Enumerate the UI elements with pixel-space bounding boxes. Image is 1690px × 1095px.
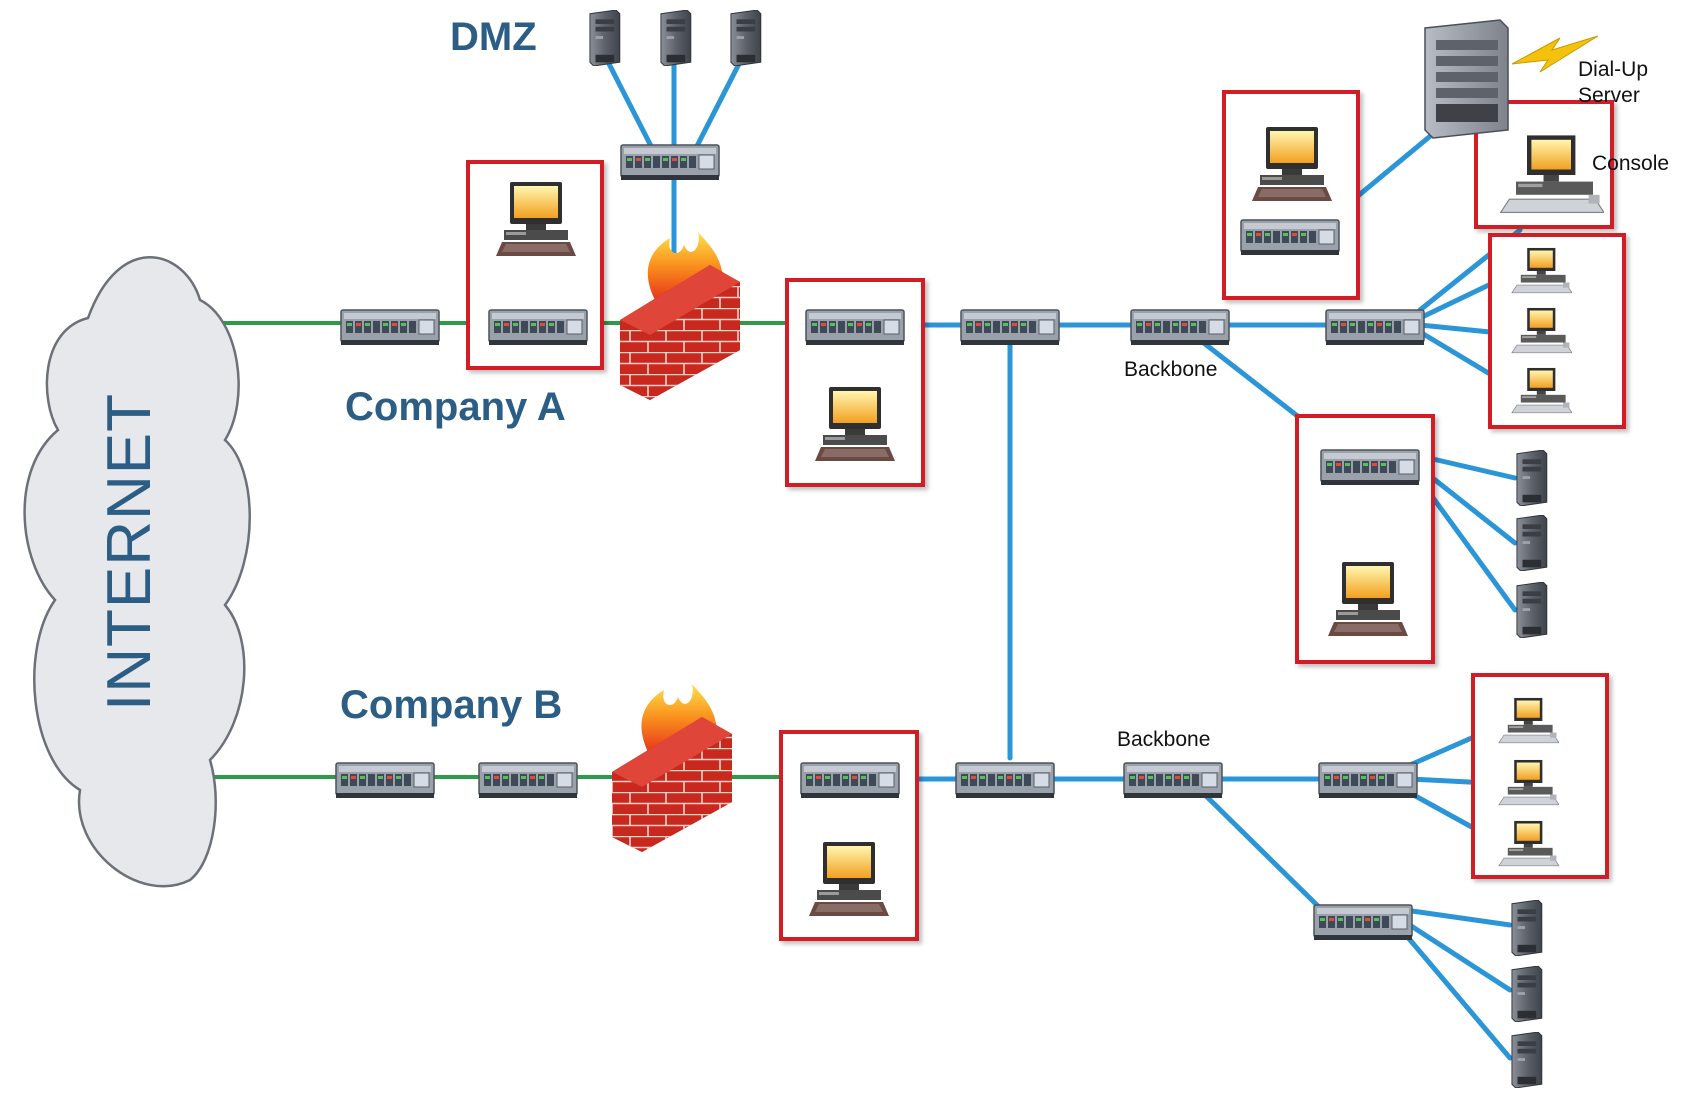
- diagram-labels: DMZ Company A Company B Backbone Backbon…: [340, 15, 1669, 751]
- dmz-link-1: [603, 55, 655, 151]
- network-switch-icon: [1130, 309, 1230, 346]
- srv-link-3: [1417, 477, 1518, 613]
- backbone-a-label: Backbone: [1124, 358, 1217, 381]
- network-switch-icon: [1325, 309, 1425, 346]
- b-srv-link-2: [1402, 919, 1513, 993]
- dmz-link-3: [693, 55, 745, 151]
- company-a-firewall: [620, 232, 740, 400]
- tower-server-icon: [730, 10, 762, 66]
- network-switch-icon: [960, 309, 1060, 346]
- backbone-b-label: Backbone: [1117, 728, 1210, 751]
- network-switch-icon: [340, 309, 440, 346]
- lightning-icon: [1511, 35, 1599, 73]
- network-switch-icon: [805, 309, 905, 346]
- internet-cloud: INTERNET: [23, 256, 251, 888]
- network-switch-icon: [800, 762, 900, 799]
- tower-server-icon: [1511, 966, 1543, 1022]
- dial-up-label-line2: Server: [1578, 84, 1640, 107]
- console-label: Console: [1592, 152, 1669, 175]
- firewall-icon: [620, 265, 740, 400]
- company-b-servers: [1511, 900, 1543, 1088]
- dmz-servers: [589, 10, 762, 66]
- network-switch-icon: [488, 309, 588, 346]
- network-switch-icon: [1318, 762, 1418, 799]
- dial-up-server: [1424, 19, 1599, 139]
- internet-label: INTERNET: [95, 393, 164, 711]
- b-srv-link-3: [1402, 931, 1513, 1061]
- tower-server-icon: [1511, 1032, 1543, 1088]
- network-switch-icon: [955, 762, 1055, 799]
- network-switch-icon: [1240, 219, 1340, 256]
- network-switch-icon: [1320, 449, 1420, 486]
- network-switch-icon: [335, 762, 435, 799]
- tower-server-icon: [1516, 582, 1548, 638]
- company-a-label: Company A: [345, 385, 566, 429]
- dial-up-label-line1: Dial-Up: [1578, 58, 1648, 81]
- backbone-a-branch-link: [1197, 337, 1303, 421]
- tower-server-icon: [660, 10, 692, 66]
- company-a-servers: [1516, 450, 1548, 638]
- b-srv-link-1: [1402, 907, 1513, 928]
- backbone-b-branch-link: [1197, 787, 1323, 911]
- tower-server-icon: [1516, 515, 1548, 571]
- firewall-icon: [612, 717, 732, 852]
- network-switch-icon: [478, 762, 578, 799]
- network-switch-icon: [1123, 762, 1223, 799]
- tower-server-icon: [589, 10, 621, 66]
- network-switch-icon: [620, 144, 720, 181]
- company-b-label: Company B: [340, 683, 562, 727]
- network-switch-icon: [1313, 904, 1413, 941]
- srv-link-1: [1417, 453, 1518, 481]
- srv-link-2: [1417, 465, 1518, 546]
- tower-server-icon: [1516, 450, 1548, 506]
- dmz-label: DMZ: [450, 15, 537, 59]
- company-b-firewall: [612, 684, 732, 852]
- rack-server-icon: [1424, 19, 1509, 139]
- internet-cloud-icon: [23, 256, 251, 888]
- tower-server-icon: [1511, 900, 1543, 956]
